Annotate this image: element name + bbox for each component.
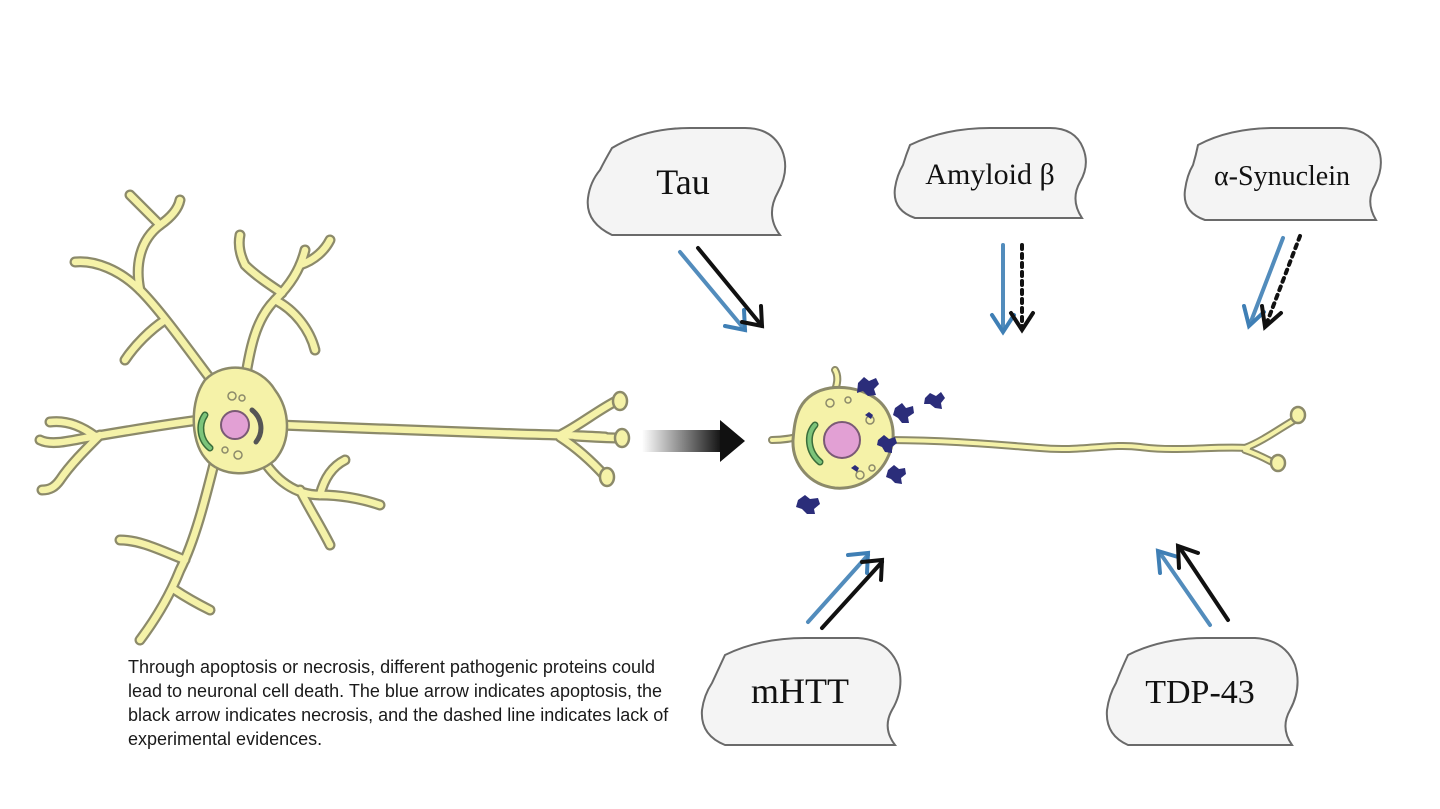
protein-synuclein: α-Synuclein	[1183, 127, 1382, 221]
protein-label-tau: Tau	[656, 162, 709, 202]
transition-arrow	[642, 420, 745, 462]
tdp43-arrows	[1155, 543, 1230, 627]
protein-label-tdp43: TDP-43	[1145, 674, 1255, 711]
protein-label-mhtt: mHTT	[751, 671, 849, 711]
healthy-neuron	[34, 189, 631, 646]
amyloid-arrows	[990, 243, 1035, 336]
figure-caption: Through apoptosis or necrosis, different…	[128, 657, 669, 749]
protein-tau: Tau	[586, 127, 787, 236]
protein-amyloid: Amyloid β	[893, 127, 1087, 219]
protein-aggregates	[796, 377, 945, 514]
degenerating-neuron	[768, 366, 1307, 514]
mhtt-arrows	[806, 550, 885, 630]
tau-arrows	[678, 246, 765, 333]
synuclein-arrows	[1242, 234, 1302, 331]
protein-mhtt: mHTT	[700, 637, 902, 746]
protein-label-amyloid: Amyloid β	[925, 158, 1054, 191]
protein-tdp43: TDP-43	[1105, 637, 1299, 746]
protein-label-synuclein: α-Synuclein	[1214, 161, 1350, 192]
